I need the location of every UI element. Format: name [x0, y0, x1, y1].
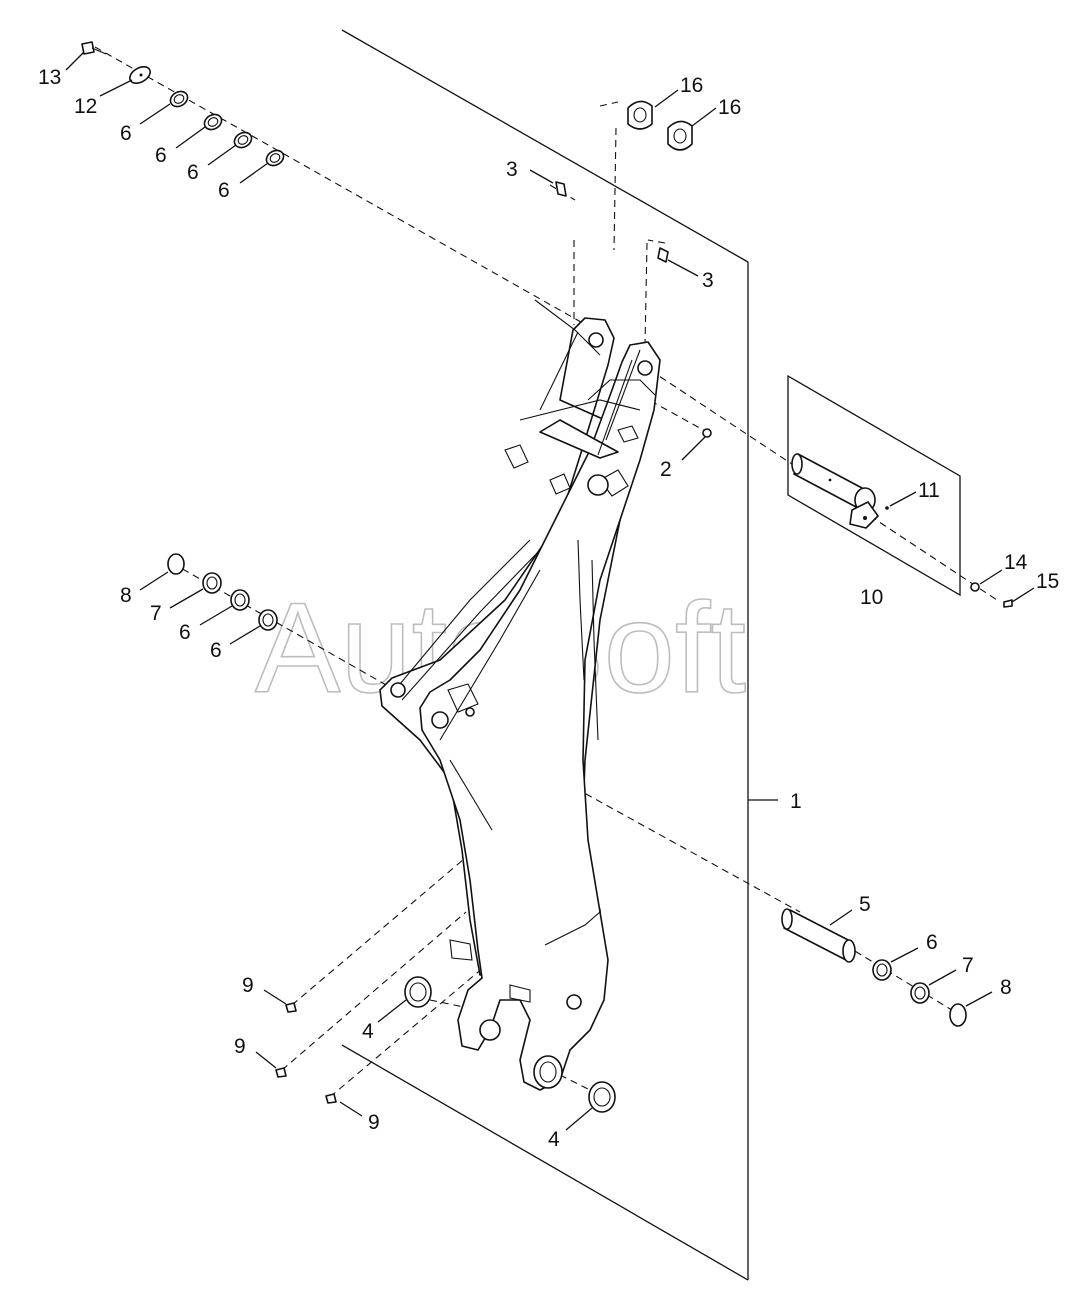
callout-16: 16 [680, 74, 703, 97]
callout-9: 9 [234, 1035, 246, 1058]
callout-4: 4 [548, 1128, 560, 1151]
callout-6: 6 [155, 144, 167, 167]
shims-16 [627, 100, 693, 151]
bushings-and-screws [275, 976, 616, 1113]
callout-16: 16 [718, 96, 741, 119]
hardware-top-left [81, 41, 285, 167]
callout-15: 15 [1036, 570, 1059, 593]
callout-14: 14 [1004, 551, 1028, 574]
callout-4: 4 [362, 1020, 374, 1043]
callout-7: 7 [150, 602, 162, 625]
pin-5-hardware [781, 908, 967, 1027]
callout-6: 6 [179, 621, 191, 644]
callout-8: 8 [1000, 976, 1012, 999]
callout-9: 9 [242, 974, 254, 997]
callout-6: 6 [218, 179, 230, 202]
callout-6: 6 [120, 122, 132, 145]
callout-12: 12 [74, 95, 97, 118]
callout-7: 7 [962, 954, 974, 977]
assembly-frame-1 [341, 29, 778, 1281]
callout-3: 3 [702, 269, 714, 292]
leader-lines [65, 51, 1035, 1131]
hardware-14-15 [970, 582, 1013, 608]
clips-3 [555, 181, 669, 263]
callout-6: 6 [926, 931, 938, 954]
dipper-arm [379, 299, 661, 1091]
callout-labels: 13 12 6 6 6 6 16 16 3 3 2 11 10 14 15 8 … [38, 66, 1059, 1151]
callout-5: 5 [859, 893, 871, 916]
callout-13: 13 [38, 66, 61, 89]
callout-1: 1 [790, 790, 802, 813]
hardware-mid-left [167, 553, 278, 631]
pin-assembly-10 [791, 453, 889, 529]
callout-2: 2 [660, 458, 672, 481]
callout-9: 9 [368, 1111, 380, 1134]
callout-10: 10 [860, 586, 883, 609]
callout-3: 3 [506, 158, 518, 181]
callout-11: 11 [918, 479, 940, 502]
callout-8: 8 [120, 584, 132, 607]
subassembly-frame-10 [787, 374, 961, 597]
grease-fitting-2 [702, 428, 712, 438]
callout-6: 6 [210, 639, 222, 662]
callout-6: 6 [187, 161, 199, 184]
